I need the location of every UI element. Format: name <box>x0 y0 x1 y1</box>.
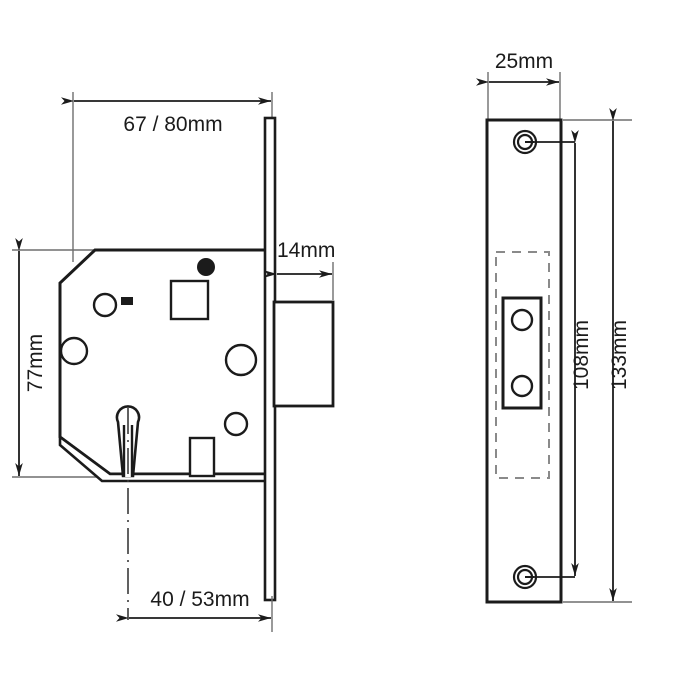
backset-label: 40 / 53mm <box>150 588 249 611</box>
case-length-witness-lines <box>72 92 273 262</box>
faceplate-length-label: 133mm <box>608 320 631 390</box>
lower-bolt-hole <box>510 374 534 398</box>
bolt-projection-dimension: 14mm <box>264 239 335 278</box>
backset-dimension: 40 / 53mm <box>116 588 271 622</box>
latch-bolt-box <box>272 300 335 408</box>
faceplate-width-label: 25mm <box>495 50 553 73</box>
fixing-centres-label: 108mm <box>570 320 593 390</box>
upper-left-hole <box>92 292 118 318</box>
hidden-case-outline <box>495 251 550 479</box>
bolt-projection-label: 14mm <box>277 239 335 262</box>
forend-plate <box>501 296 543 410</box>
front-view-group: 25mm <box>476 50 632 604</box>
fixing-centres-leader-lines <box>532 141 575 578</box>
case-length-label: 67 / 80mm <box>123 113 222 136</box>
fixing-centres-dimension: 108mm <box>570 130 593 576</box>
faceplate-length-witness-lines <box>563 119 632 603</box>
upper-bolt-hole <box>510 308 534 332</box>
square-aperture <box>169 279 210 321</box>
lower-right-hole <box>223 411 249 437</box>
case-height-witness-lines <box>12 249 100 478</box>
left-mid-hole <box>59 336 89 366</box>
top-fixing-screw <box>512 129 538 155</box>
case-length-dimension: 67 / 80mm <box>61 97 271 136</box>
case-height-dimension: 77mm <box>15 238 47 476</box>
side-view-group: 67 / 80mm 77mm <box>12 92 335 632</box>
spring-pin-dot <box>197 258 215 276</box>
follower-hole <box>224 343 258 377</box>
faceplate-width-dimension: 25mm <box>476 50 559 86</box>
case-height-label: 77mm <box>24 334 47 392</box>
faceplate-length-dimension: 133mm <box>608 108 631 601</box>
bolt-stump <box>188 436 216 478</box>
case-internal-features <box>59 258 258 478</box>
small-square-mark <box>121 297 133 305</box>
